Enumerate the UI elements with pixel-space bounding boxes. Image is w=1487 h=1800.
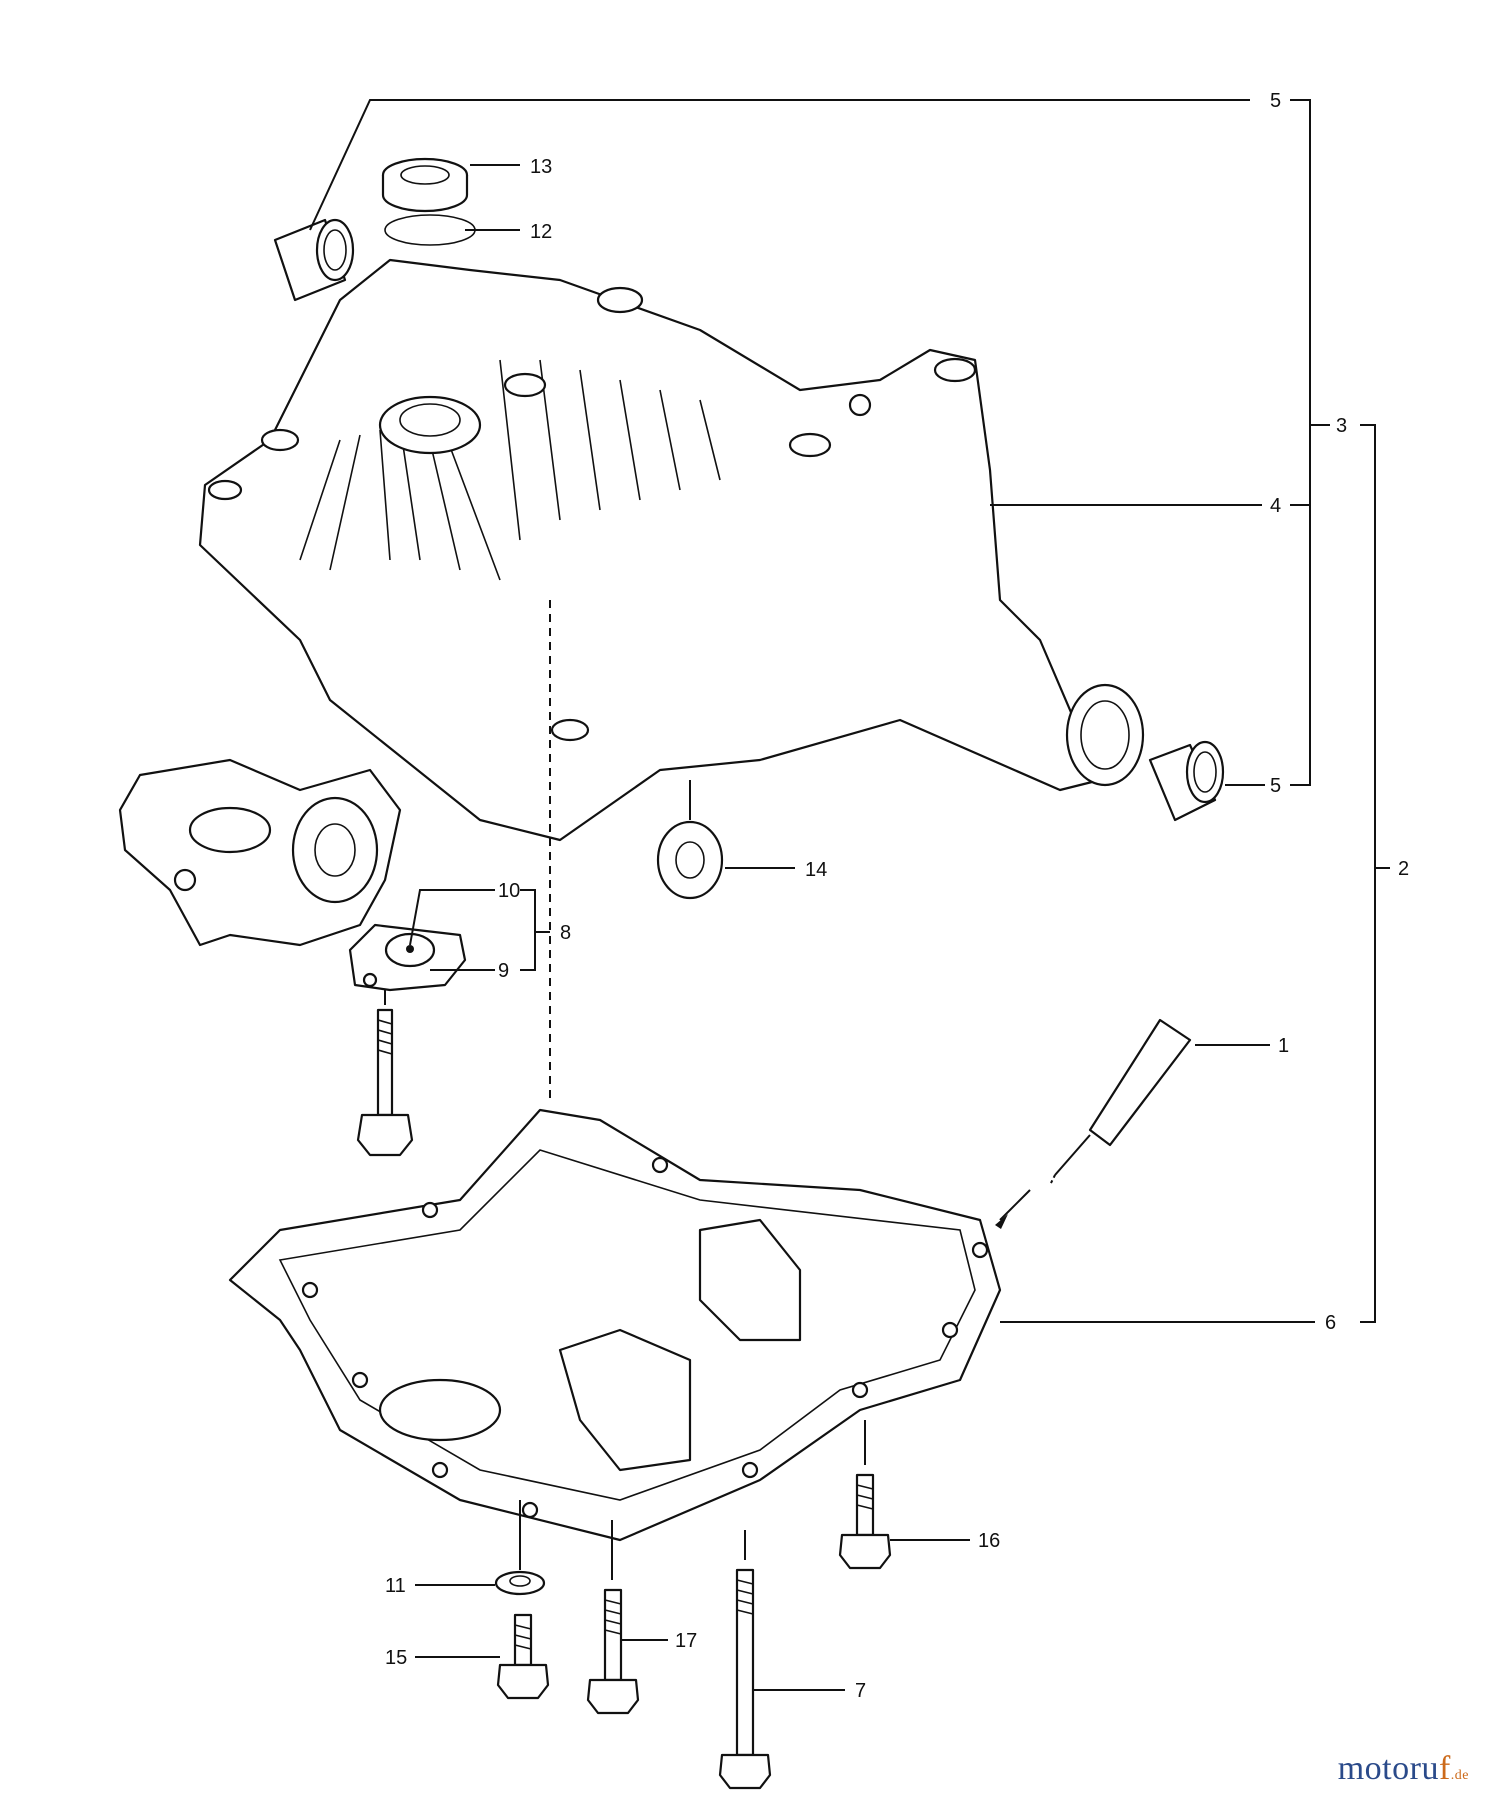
bolt-17 [586,1588,640,1715]
callout-17: 17 [675,1630,697,1652]
watermark-logo: motoruf.de [1337,1750,1469,1787]
callout-6: 6 [1325,1312,1336,1334]
callout-8: 8 [560,922,571,944]
bearing-13 [381,157,469,213]
callout-5-top: 5 [1270,90,1281,112]
callout-9: 9 [498,960,509,982]
callout-12: 12 [530,221,552,243]
retaining-ring-12 [384,214,476,246]
bolt-16 [838,1473,892,1570]
callout-3: 3 [1336,415,1347,437]
bolt-center-section [356,1008,414,1157]
callout-11: 11 [385,1575,406,1597]
callout-14: 14 [805,859,827,881]
callout-labels: 5 13 12 3 4 5 2 14 10 8 9 1 6 16 11 17 1… [385,90,1409,1702]
lower-housing [228,1108,1002,1542]
callout-1: 1 [1278,1035,1289,1057]
callout-4: 4 [1270,495,1281,517]
callout-2: 2 [1398,858,1409,880]
callout-15: 15 [385,1647,407,1669]
leader-lines [309,99,1390,1691]
washer-11 [494,1570,546,1596]
center-section [118,758,402,947]
bolt-7 [718,1568,772,1790]
filter-plate [348,923,467,992]
callout-13: 13 [530,156,552,178]
bushing-5-right [1148,740,1225,822]
callout-5-right: 5 [1270,775,1281,797]
bolt-15 [496,1613,550,1700]
bushing-5-top [273,218,355,302]
callout-10: 10 [498,880,520,902]
assembly-guides [384,600,866,1580]
callout-7: 7 [855,1680,866,1702]
bearing-14 [656,820,724,900]
upper-housing [198,258,1145,842]
sealant-tube [995,1018,1192,1229]
callout-16: 16 [978,1530,1000,1552]
